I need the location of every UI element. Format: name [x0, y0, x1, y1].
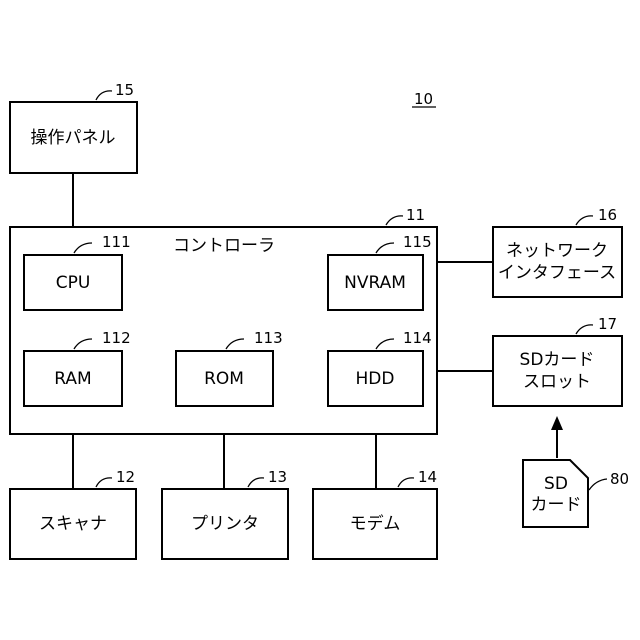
operation-panel-leader	[96, 91, 112, 100]
network-interface-box	[493, 227, 622, 297]
scanner-label: スキャナ	[39, 514, 107, 534]
cpu-label: CPU	[56, 273, 91, 293]
modem-label: モデム	[350, 513, 401, 534]
scanner-ref: 12	[116, 468, 135, 486]
sd-card-slot-label-line1: SDカード	[520, 350, 595, 370]
ram-ref: 112	[102, 329, 131, 347]
hdd-ref: 114	[403, 329, 432, 347]
operation-panel-label: 操作パネル	[31, 128, 116, 148]
sd-card-slot-box	[493, 336, 622, 406]
operation-panel-ref: 15	[115, 81, 134, 99]
sd-insert-arrow	[551, 416, 563, 458]
nvram-ref: 115	[403, 233, 432, 251]
sd-card-ref: 80	[610, 470, 629, 488]
sd-card-slot-ref: 17	[598, 315, 617, 333]
printer-ref: 13	[268, 468, 287, 486]
sd-card-label-line2: カード	[531, 495, 582, 515]
controller-ref: 11	[406, 206, 425, 224]
cpu-ref: 111	[102, 233, 131, 251]
printer-label: プリンタ	[191, 514, 259, 534]
network-interface-leader	[576, 216, 593, 225]
nvram-label: NVRAM	[344, 273, 406, 293]
ram-label: RAM	[54, 369, 91, 389]
modem-leader	[398, 478, 414, 487]
rom-label: ROM	[204, 369, 244, 389]
printer-leader	[248, 478, 264, 487]
sd-card-slot-leader	[576, 325, 593, 334]
sd-card-slot-label-line2: スロット	[523, 372, 591, 392]
controller-label: コントローラ	[173, 236, 275, 256]
sd-card-label-line1: SD	[544, 474, 568, 494]
modem-ref: 14	[418, 468, 437, 486]
hdd-label: HDD	[356, 369, 395, 389]
network-interface-label-line2: インタフェース	[498, 263, 616, 283]
network-interface-ref: 16	[598, 206, 617, 224]
rom-ref: 113	[254, 329, 283, 347]
network-interface-label-line1: ネットワーク	[506, 241, 608, 261]
sd-card-leader	[589, 479, 607, 490]
figure-ref: 10	[414, 90, 433, 108]
scanner-leader	[96, 478, 112, 487]
controller-leader	[386, 216, 403, 225]
